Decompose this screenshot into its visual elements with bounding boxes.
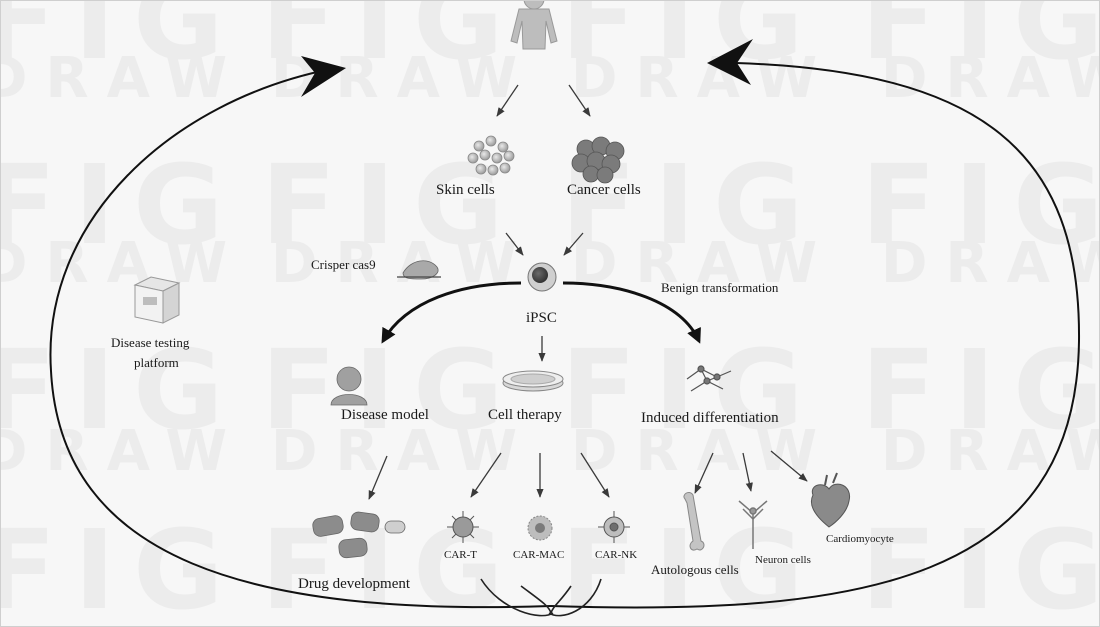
watermark-draw: DRAW [0, 46, 246, 111]
watermark-draw: DRAW [571, 419, 836, 484]
label-cell-therapy: Cell therapy [488, 407, 562, 423]
arrow-ipsc-to-disease-model [381, 281, 522, 344]
arrow-ipsc-to-differentiation [562, 281, 701, 344]
label-car-mac: CAR-MAC [513, 549, 565, 561]
loop-arrow-left [49, 68, 552, 609]
arrowhead-right [707, 39, 753, 85]
petri-dish-icon [502, 370, 564, 392]
watermark-fig: FIG [861, 506, 1100, 627]
label-car-nk: CAR-NK [595, 549, 638, 561]
drug-pills-icon [312, 511, 406, 559]
watermark-fig: FIG [561, 326, 822, 454]
differentiation-icon [686, 365, 732, 392]
label-disease-testing: Disease testing [111, 335, 190, 350]
watermark-fig: FIG [0, 506, 242, 627]
disease-testing-box-icon [133, 276, 181, 324]
watermark-draw: DRAW [0, 231, 246, 296]
label-benign-transformation: Benign transformation [661, 280, 779, 295]
watermark-draw: DRAW [881, 231, 1099, 296]
disease-model-head-icon [330, 366, 368, 406]
watermark-draw: DRAW [271, 419, 536, 484]
watermark-fig: FIG [261, 141, 522, 269]
bone-icon [683, 492, 705, 551]
watermark-draw: DRAW [881, 46, 1099, 111]
label-cardiomyocyte: Cardiomyocyte [826, 533, 894, 545]
watermark-draw: DRAW [0, 419, 246, 484]
car-t-cell-icon [447, 511, 479, 543]
label-induced-differentiation: Induced differentiation [641, 410, 779, 426]
heart-icon [811, 472, 851, 528]
watermark-fig: FIG [261, 0, 522, 84]
label-crisper-cas9: Crisper cas9 [311, 257, 376, 272]
label-neuron-cells: Neuron cells [755, 554, 811, 566]
label-car-t: CAR-T [444, 549, 477, 561]
watermark-fig: FIG [861, 141, 1100, 269]
arrowhead-left [301, 56, 346, 97]
label-disease-model: Disease model [341, 407, 429, 423]
watermark-fig: FIG [0, 326, 242, 454]
label-cancer-cells: Cancer cells [567, 182, 641, 198]
watermark-draw: DRAW [571, 46, 836, 111]
car-mac-cell-icon [527, 515, 553, 541]
loop-arrow-right [550, 62, 1081, 609]
watermark-fig: FIG [261, 326, 522, 454]
human-figure-icon [510, 1, 558, 50]
label-platform: platform [134, 355, 179, 370]
watermark-fig: FIG [861, 0, 1100, 84]
label-ipsc: iPSC [526, 310, 557, 326]
skin-cells-icon [467, 135, 515, 176]
watermark-fig: FIG [0, 0, 242, 84]
watermark-fig: FIG [861, 326, 1100, 454]
label-autologous-cells: Autologous cells [651, 562, 739, 577]
watermark-draw: DRAW [571, 231, 836, 296]
watermark-draw: DRAW [881, 419, 1099, 484]
crispr-icon [397, 260, 441, 280]
neuron-icon [738, 500, 768, 549]
ipsc-cell-icon [527, 262, 557, 292]
cancer-cells-icon [571, 136, 625, 184]
label-drug-development: Drug development [298, 576, 411, 592]
watermark-fig: FIG [561, 0, 822, 84]
car-nk-cell-icon [598, 511, 630, 543]
watermark-fig: FIG [0, 141, 242, 269]
label-skin-cells: Skin cells [436, 182, 495, 198]
bottom-converging-curves [480, 578, 602, 617]
